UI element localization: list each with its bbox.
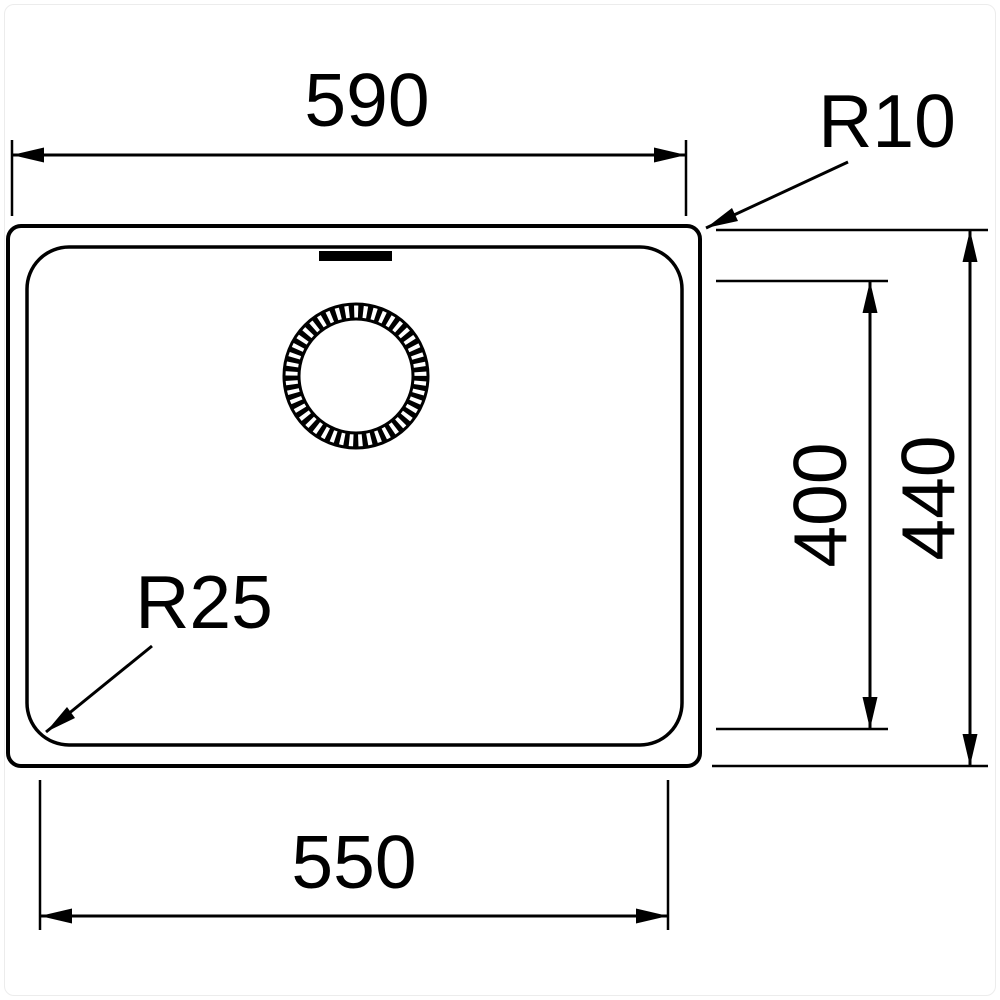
sink-bowl-outline bbox=[25, 245, 684, 747]
sink-outer-outline bbox=[6, 224, 702, 768]
arrow-left-icon bbox=[12, 147, 44, 163]
drain-hole-inner-edge bbox=[297, 317, 415, 435]
arrow-left-icon bbox=[40, 908, 72, 924]
arrow-down-icon bbox=[862, 697, 878, 729]
drain-hole-outer-edge bbox=[282, 302, 430, 450]
dim-inner-depth-label: 400 bbox=[778, 442, 862, 567]
dim-inner-width: 550 bbox=[38, 780, 670, 930]
arrow-down-icon bbox=[962, 734, 978, 766]
bowl-corner-radius-label: R25 bbox=[135, 560, 273, 644]
arrow-up-icon bbox=[862, 281, 878, 313]
dim-outer-width-label: 590 bbox=[304, 58, 429, 142]
arrow-up-icon bbox=[962, 230, 978, 262]
outer-corner-radius-label: R10 bbox=[818, 79, 956, 163]
dim-outer-depth-label: 440 bbox=[886, 435, 970, 560]
sink-outlines bbox=[6, 224, 702, 768]
arrow-right-icon bbox=[654, 147, 686, 163]
dim-outer-depth: 440 bbox=[712, 228, 988, 768]
callout-bowl-corner-radius: R25 bbox=[45, 560, 273, 734]
overflow-slot bbox=[319, 251, 392, 261]
drain-hole bbox=[282, 302, 430, 450]
dim-inner-width-label: 550 bbox=[291, 820, 416, 904]
dim-inner-depth: 400 bbox=[716, 279, 888, 731]
dim-outer-width: 590 bbox=[10, 58, 688, 216]
drain-hole-hatch bbox=[285, 305, 427, 447]
arrow-right-icon bbox=[636, 908, 668, 924]
arrow-diagonal-icon bbox=[46, 707, 75, 732]
callout-outer-corner-radius: R10 bbox=[705, 79, 956, 230]
arrow-diagonal-icon bbox=[706, 208, 738, 228]
